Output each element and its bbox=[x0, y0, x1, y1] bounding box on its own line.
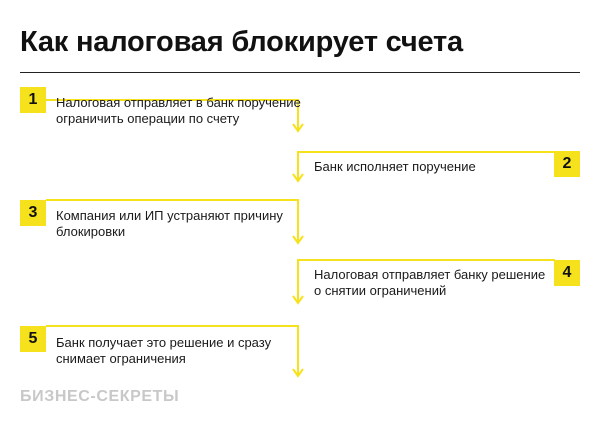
step-3-number: 3 bbox=[20, 200, 46, 226]
connector-2 bbox=[292, 151, 555, 183]
connector-5 bbox=[46, 325, 304, 378]
step-5-line-2: снимает ограничения bbox=[56, 351, 186, 366]
step-1-line-1: Налоговая отправляет в банк поручение bbox=[56, 95, 301, 110]
step-1-line-2: ограничить операции по счету bbox=[56, 111, 240, 126]
step-2-text: Банк исполняет поручение bbox=[314, 159, 476, 175]
step-3-line-2: блокировки bbox=[56, 224, 126, 239]
connector-1 bbox=[46, 99, 304, 133]
step-3-line-1: Компания или ИП устраняют причину bbox=[56, 208, 283, 223]
step-2-line-1: Банк исполняет поручение bbox=[314, 159, 476, 174]
step-5-text: Банк получает это решение и сразу снимае… bbox=[56, 335, 271, 367]
step-4-line-1: Налоговая отправляет банку решение bbox=[314, 267, 546, 282]
step-4-line-2: о снятии ограничений bbox=[314, 283, 447, 298]
step-1-number: 1 bbox=[20, 87, 46, 113]
step-4-text: Налоговая отправляет банку решение о сня… bbox=[314, 267, 545, 299]
page-title: Как налоговая блокирует счета bbox=[20, 26, 463, 58]
brand-logo: БИЗНЕС-СЕКРЕТЫ bbox=[20, 388, 180, 405]
step-5-number: 5 bbox=[20, 326, 46, 352]
step-3-text: Компания или ИП устраняют причину блокир… bbox=[56, 208, 283, 240]
step-4-number: 4 bbox=[554, 260, 580, 286]
connector-3 bbox=[46, 199, 304, 245]
step-2-number: 2 bbox=[554, 151, 580, 177]
step-5-line-1: Банк получает это решение и сразу bbox=[56, 335, 272, 350]
title-divider bbox=[20, 72, 580, 73]
connector-4 bbox=[292, 259, 555, 305]
step-1-text: Налоговая отправляет в банк поручение ог… bbox=[56, 95, 301, 127]
